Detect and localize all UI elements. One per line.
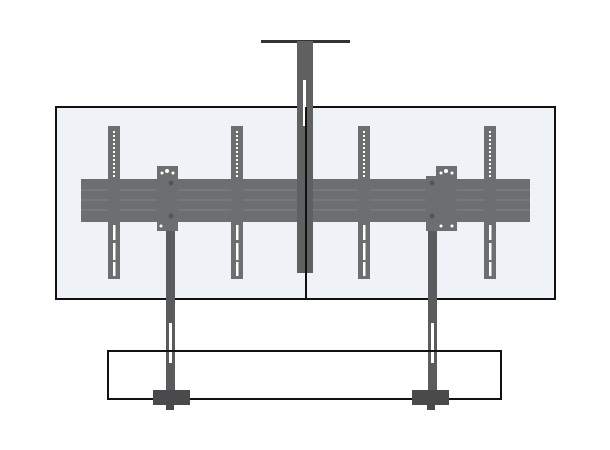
bracket-hole <box>236 143 238 145</box>
bracket-hole <box>113 167 115 169</box>
bracket-hole <box>489 155 491 157</box>
bracket-hole <box>489 171 491 173</box>
bracket-hole <box>489 135 491 137</box>
bracket-hole <box>489 175 491 177</box>
bracket-hole <box>236 175 238 177</box>
bracket-hole <box>363 151 365 153</box>
bracket-hole <box>363 147 365 149</box>
left-clamp <box>153 390 190 405</box>
bracket-hole <box>363 135 365 137</box>
bracket-hole <box>113 139 115 141</box>
bracket-hole <box>236 163 238 165</box>
right-clamp <box>412 390 449 405</box>
bracket-slot <box>489 262 492 276</box>
bracket-hole <box>489 131 491 133</box>
bracket-hole <box>363 155 365 157</box>
bracket-slot <box>236 225 239 240</box>
bracket-hole <box>489 167 491 169</box>
bracket-hole <box>363 171 365 173</box>
bracket-slot <box>363 225 366 240</box>
bracket-hole <box>236 155 238 157</box>
bracket-hole <box>236 151 238 153</box>
bracket-slot <box>236 243 239 260</box>
left-support-arm <box>157 166 178 402</box>
bracket-hole <box>236 135 238 137</box>
bracket-hole <box>489 139 491 141</box>
bracket-hole <box>113 171 115 173</box>
pole-slot <box>303 80 306 126</box>
vertical-bracket <box>358 126 370 279</box>
bracket-hole <box>363 159 365 161</box>
right-support-arm <box>426 166 457 402</box>
bracket-hole <box>113 143 115 145</box>
bracket-hole <box>113 131 115 133</box>
bracket-hole <box>236 171 238 173</box>
bracket-slot <box>113 243 116 260</box>
bracket-hole <box>236 147 238 149</box>
bracket-slot <box>363 262 366 276</box>
right-clamp-bolt <box>427 405 435 410</box>
bracket-hole <box>489 163 491 165</box>
bracket-hole <box>363 131 365 133</box>
bracket-hole <box>236 167 238 169</box>
bracket-hole <box>236 159 238 161</box>
bracket-slot <box>113 225 116 240</box>
bracket-slot <box>489 243 492 260</box>
bracket-hole <box>489 147 491 149</box>
left-clamp-bolt <box>166 405 174 410</box>
vertical-bracket <box>231 126 243 279</box>
bracket-hole <box>113 175 115 177</box>
bracket-hole <box>363 163 365 165</box>
bracket-hole <box>113 155 115 157</box>
bracket-hole <box>363 143 365 145</box>
bottom-device-outline <box>107 350 502 400</box>
bracket-slot <box>236 262 239 276</box>
bracket-hole <box>489 151 491 153</box>
bracket-hole <box>113 159 115 161</box>
bracket-slot <box>489 225 492 240</box>
bracket-hole <box>113 163 115 165</box>
bracket-hole <box>363 139 365 141</box>
vertical-bracket <box>484 126 496 279</box>
bracket-hole <box>363 175 365 177</box>
bracket-hole <box>236 131 238 133</box>
bracket-hole <box>113 151 115 153</box>
bracket-hole <box>363 167 365 169</box>
bracket-hole <box>113 135 115 137</box>
bracket-hole <box>113 147 115 149</box>
bracket-hole <box>236 139 238 141</box>
bracket-hole <box>489 143 491 145</box>
bracket-hole <box>489 159 491 161</box>
vertical-bracket <box>108 126 120 279</box>
bracket-slot <box>113 262 116 276</box>
bracket-slot <box>363 243 366 260</box>
